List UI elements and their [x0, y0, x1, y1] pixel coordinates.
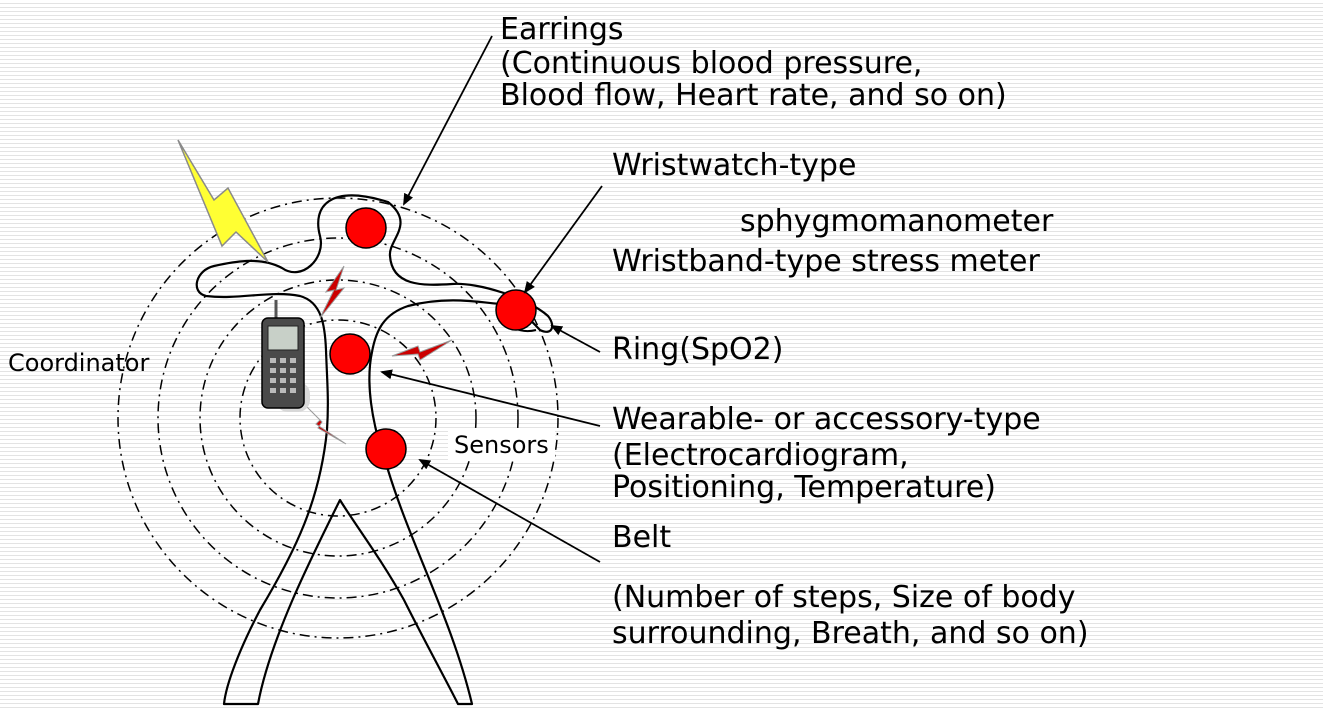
- belt-detail-2: surrounding, Breath, and so on): [612, 618, 1089, 650]
- wrist-label-3: Wristband-type stress meter: [612, 246, 1040, 278]
- sensor-dot-belt: [366, 429, 406, 469]
- arrow-wearable: [382, 372, 600, 426]
- sensors-label: Sensors: [448, 430, 555, 460]
- phone-icon: [262, 318, 310, 412]
- wrist-label-2: sphygmomanometer: [740, 206, 1053, 238]
- wearable-label-3: Positioning, Temperature): [612, 472, 996, 504]
- ring-label: Ring(SpO2): [612, 334, 783, 366]
- arrow-ring: [552, 326, 600, 352]
- range-ring-3: [200, 280, 476, 556]
- range-ring-outer: [118, 198, 558, 638]
- signal-bolt-upper: [320, 266, 344, 318]
- sensor-dot-chest: [330, 334, 370, 374]
- belt-detail-1: (Number of steps, Size of body: [612, 582, 1076, 614]
- wrist-label-1: Wristwatch-type: [612, 150, 856, 182]
- wearable-label-1: Wearable- or accessory-type: [612, 404, 1041, 436]
- lightning-icon: [178, 140, 268, 262]
- wearable-label-2: (Electrocardiogram,: [612, 440, 909, 472]
- arrow-earrings: [404, 36, 492, 204]
- sensor-dot-wrist: [496, 290, 536, 330]
- phone-screen: [268, 326, 298, 350]
- belt-title: Belt: [612, 522, 671, 554]
- leader-lines: [382, 36, 602, 562]
- arrow-belt: [420, 460, 600, 562]
- earrings-detail-1: (Continuous blood pressure,: [500, 48, 922, 80]
- coordinator-label: Coordinator: [8, 350, 149, 376]
- earrings-detail-2: Blood flow, Heart rate, and so on): [500, 80, 1007, 112]
- range-rings: [118, 198, 558, 638]
- earrings-title: Earrings: [500, 14, 624, 46]
- arrow-wrist: [525, 186, 602, 292]
- signal-bolts: [300, 266, 452, 444]
- sensor-dot-earring: [346, 208, 386, 248]
